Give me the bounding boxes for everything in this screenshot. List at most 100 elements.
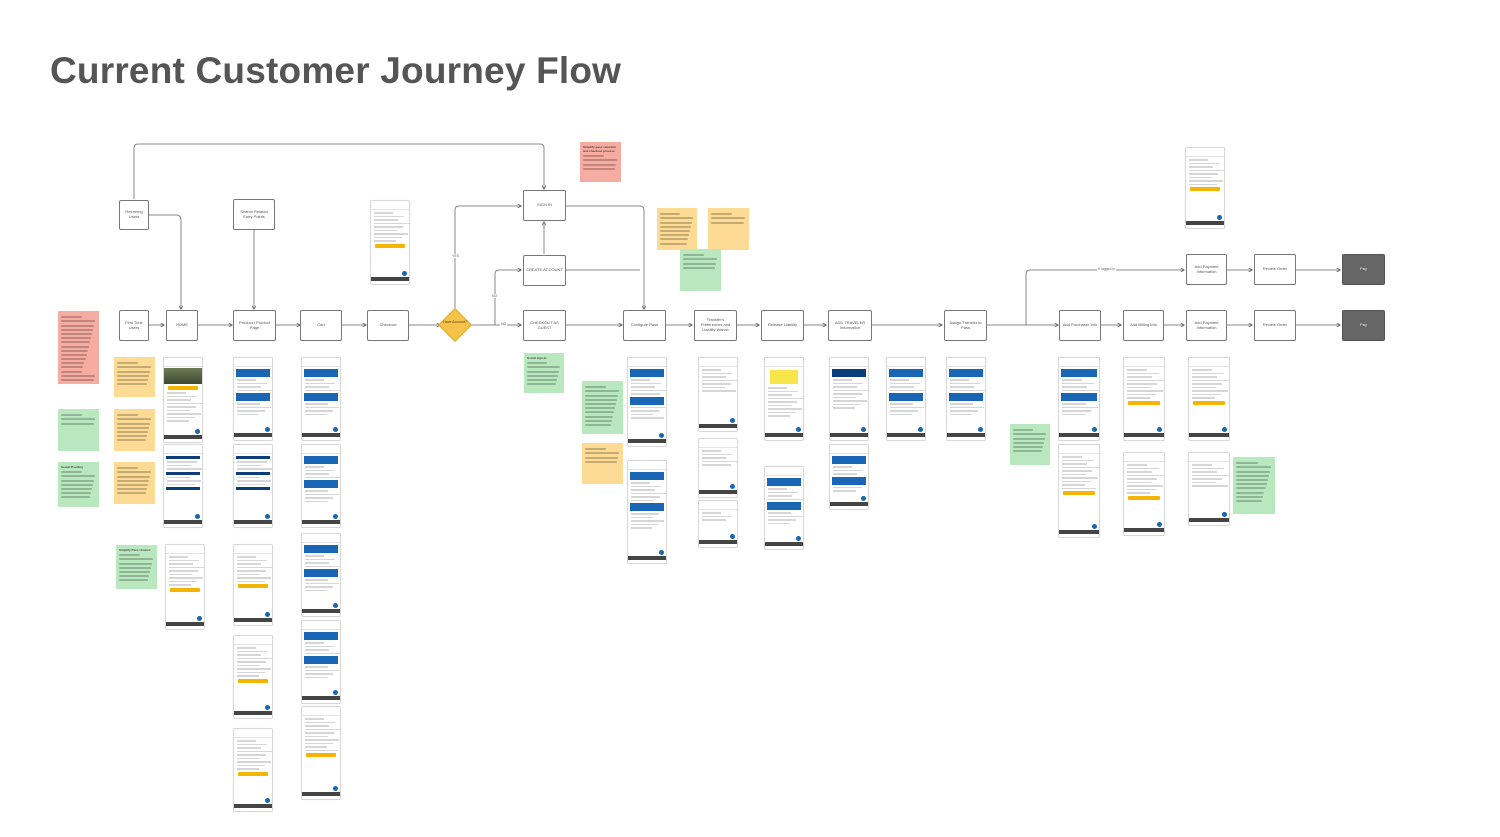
sticky-text-line — [117, 414, 138, 417]
sticky-text-line — [660, 217, 693, 220]
sticky-text-line — [119, 579, 148, 582]
sticky-text-line — [117, 422, 150, 425]
sticky-text-line — [585, 407, 615, 410]
sticky-left-yellow-3 — [114, 462, 155, 504]
sticky-configure-green — [582, 381, 623, 434]
node-pay-alt[interactable]: Pay — [1342, 254, 1385, 285]
sticky-text-line — [527, 366, 560, 369]
sticky-text-line — [527, 378, 557, 381]
sticky-text-line — [117, 378, 148, 381]
phone-screen-mockup — [829, 357, 869, 441]
edge-label-logged-in: If logged in — [1097, 267, 1117, 271]
decision-label: Have Account? — [443, 320, 467, 324]
phone-screen-mockup — [1188, 452, 1230, 526]
edge — [454, 206, 521, 310]
node-checkout[interactable]: Checkout — [367, 310, 409, 341]
node-product-page[interactable]: Product / Product Page — [233, 310, 276, 341]
node-review-order[interactable]: Review Order — [1254, 310, 1296, 341]
sticky-text-line — [61, 370, 83, 373]
phone-screen-mockup — [946, 357, 986, 441]
sticky-text-line — [119, 554, 140, 557]
phone-screen-mockup — [301, 357, 341, 441]
sticky-text-line — [61, 496, 90, 499]
sticky-text-line — [117, 471, 151, 474]
node-sign-in[interactable]: SIGN IN — [523, 190, 566, 221]
sticky-text-line — [527, 362, 548, 365]
node-add-traveler[interactable]: ADD TRAVELER Information — [828, 310, 872, 341]
phone-screen-mockup — [1185, 147, 1225, 229]
phone-screen-mockup — [233, 728, 273, 812]
sticky-text-line — [61, 316, 82, 319]
sticky-waiver-yellow-1 — [657, 208, 697, 250]
phone-screen-mockup — [301, 444, 341, 528]
node-home[interactable]: HOME — [166, 310, 198, 341]
node-create-account[interactable]: CREATE ACCOUNT — [523, 255, 566, 286]
decision-have-account[interactable] — [438, 308, 472, 342]
node-transfer-preferences[interactable]: Transfer's Preferences and Liability Wai… — [694, 310, 737, 341]
node-add-purchaser[interactable]: Add Purchaser Info — [1059, 310, 1101, 341]
phone-screen-mockup — [829, 444, 869, 510]
sticky-simplify-pass: Simplify pass selection and checkout pro… — [580, 142, 621, 182]
node-release-liability[interactable]: Release Liability — [761, 310, 804, 341]
sticky-text-line — [117, 467, 138, 470]
node-add-payment[interactable]: Add Payment Information — [1186, 310, 1227, 341]
phone-screen-mockup — [233, 444, 273, 528]
sticky-text-line — [61, 341, 90, 344]
node-cart[interactable]: Cart — [300, 310, 342, 341]
sticky-text-line — [585, 411, 614, 414]
sticky-text-line — [585, 398, 617, 401]
edge — [566, 205, 644, 309]
sticky-text-line — [527, 370, 559, 373]
sticky-text-line — [119, 575, 149, 578]
node-assign-transfer[interactable]: Assign Transfer to Pass — [944, 310, 987, 341]
node-add-billing[interactable]: Add Billing Info — [1123, 310, 1164, 341]
sticky-social-sign-in: Social sign-in — [524, 353, 564, 393]
sticky-text-line — [117, 483, 148, 486]
sticky-text-line — [61, 475, 95, 478]
sticky-text-line — [711, 221, 744, 224]
phone-screen-mockup — [301, 533, 341, 617]
sticky-text-line — [61, 414, 82, 417]
sticky-text-line — [61, 324, 94, 327]
sticky-text-line — [683, 258, 717, 261]
sticky-text-line — [61, 471, 82, 474]
edge-label-no-create: NO — [491, 294, 499, 298]
node-search-entry-points[interactable]: Search Related Entry Points — [233, 199, 275, 230]
sticky-text-line — [117, 492, 146, 495]
sticky-text-line — [1236, 491, 1265, 494]
sticky-text-line — [119, 562, 152, 565]
phone-screen-mockup — [1123, 452, 1165, 536]
sticky-text-line — [117, 435, 147, 438]
sticky-text-line — [1013, 437, 1045, 440]
sticky-text-line — [1236, 487, 1266, 490]
sticky-text-line — [61, 366, 84, 369]
sticky-text-line — [61, 422, 94, 425]
edge — [149, 214, 181, 309]
node-configure-pass[interactable]: Configure Pass — [623, 310, 666, 341]
node-first-time-users[interactable]: First Time Users — [119, 310, 149, 341]
node-add-payment-alt[interactable]: Add Payment Information — [1186, 254, 1227, 285]
sticky-text-line — [117, 439, 146, 442]
sticky-waiver-green — [680, 249, 721, 291]
node-returning-users[interactable]: Returning Users — [119, 200, 149, 230]
sticky-text-line — [585, 423, 611, 426]
sticky-text-line — [119, 558, 153, 561]
sticky-text-line — [117, 479, 149, 482]
sticky-text-line — [117, 374, 149, 377]
phone-screen-mockup — [627, 460, 667, 564]
sticky-text-line — [583, 155, 604, 158]
sticky-text-line — [61, 379, 95, 381]
node-review-order-alt[interactable]: Review Order — [1254, 254, 1296, 285]
sticky-text-line — [1236, 466, 1271, 469]
sticky-left-green-1 — [58, 409, 99, 451]
phone-screen-mockup — [163, 357, 203, 443]
page-title: Current Customer Journey Flow — [50, 50, 622, 91]
sticky-text-line — [585, 394, 618, 397]
sticky-text-line — [683, 254, 704, 257]
node-pay[interactable]: Pay — [1342, 310, 1385, 341]
node-checkout-as-guest[interactable]: CHECKOUT AS GUEST — [523, 310, 566, 341]
sticky-heading: Simplify pass selection and checkout pro… — [583, 145, 617, 154]
phone-screen-mockup — [301, 620, 341, 704]
phone-screen-mockup — [233, 635, 273, 719]
